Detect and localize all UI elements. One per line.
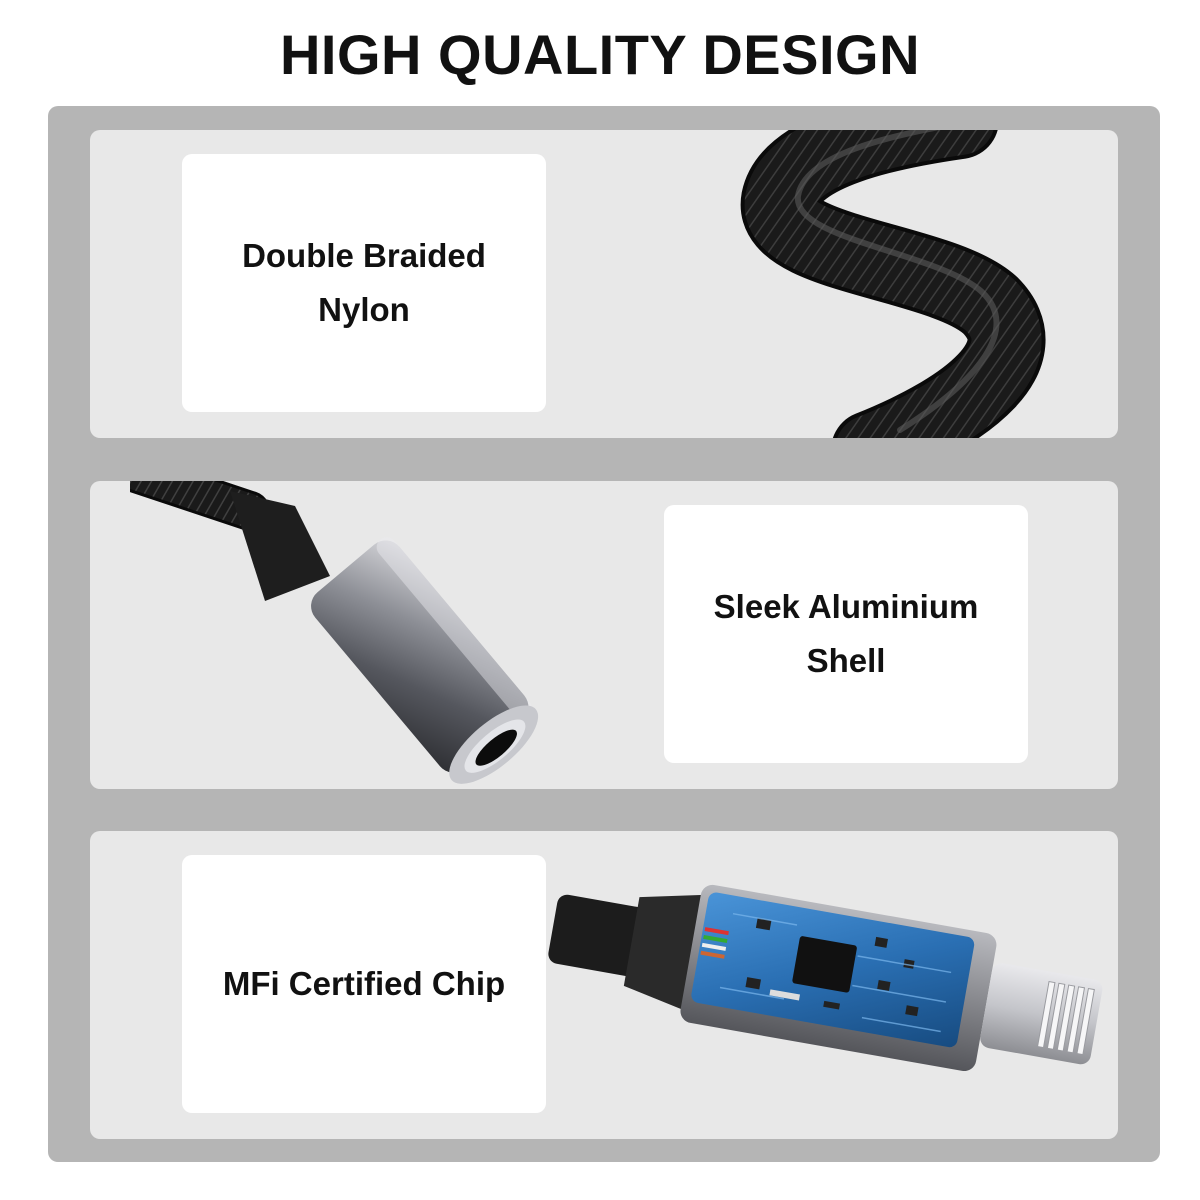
feature-label-mfi-chip: MFi Certified Chip [222,965,506,1002]
feature-label-box: Double Braided Nylon [182,154,546,412]
aluminium-jack-icon [130,481,539,784]
lightning-chip-icon [548,884,1103,1072]
feature-label-box: MFi Certified Chip [182,855,546,1113]
page-title: HIGH QUALITY DESIGN [279,23,921,86]
feature-label-aluminium-shell: Sleek Aluminium Shell [713,588,979,679]
braided-cable-icon [740,130,1046,438]
feature-label-braided-nylon: Double Braided Nylon [242,237,486,328]
feature-label-box: Sleek Aluminium Shell [664,505,1028,763]
feature-panel-mfi-chip: MFi Certified Chip [90,831,1118,1139]
feature-panel-braided-nylon: Double Braided Nylon [90,130,1118,438]
feature-panel-aluminium-shell: Sleek Aluminium Shell [90,481,1118,789]
